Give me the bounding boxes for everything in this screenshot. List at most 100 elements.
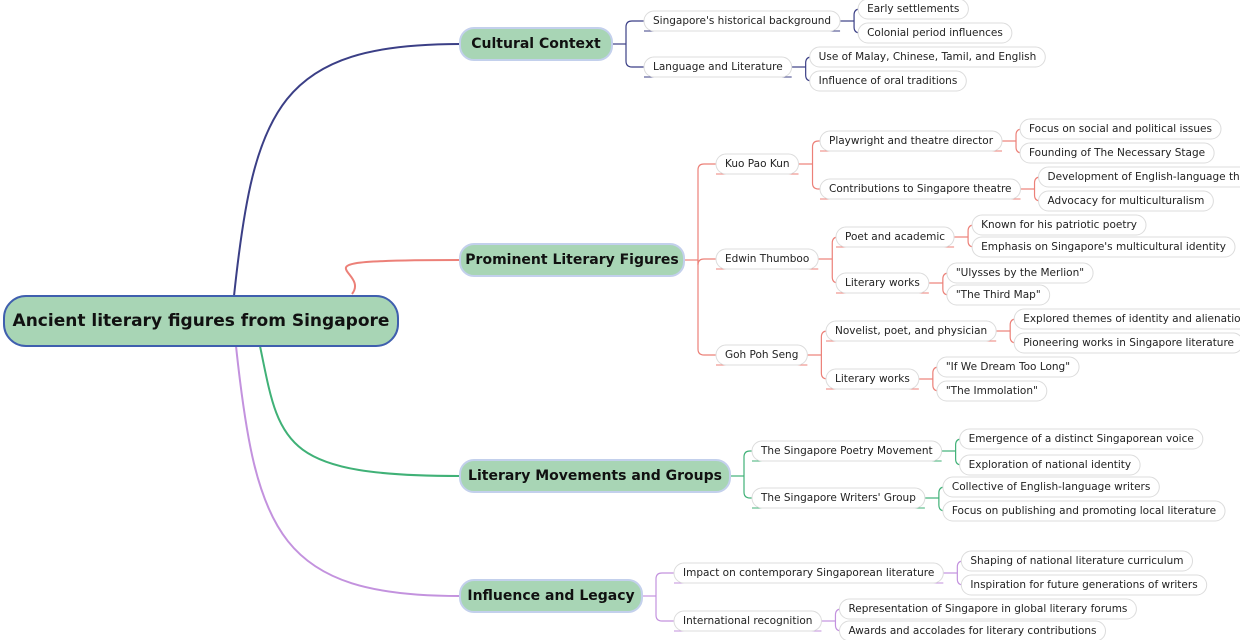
detail-node[interactable]: Development of English-language theatre (1038, 166, 1240, 188)
topic-node[interactable]: Kuo Pao Kun (715, 153, 800, 175)
subtopic-node-box (825, 368, 920, 390)
detail-node-label: Development of English-language theatre (1048, 171, 1240, 183)
detail-node[interactable]: "If We Dream Too Long" (936, 356, 1080, 378)
subtopic-node-label: Novelist, poet, and physician (835, 325, 987, 337)
branch-node-2[interactable]: Literary Movements and Groups (459, 459, 731, 493)
detail-node[interactable]: Known for his patriotic poetry (971, 214, 1147, 236)
topic-node-label: Goh Poh Seng (725, 349, 798, 361)
detail-node-label: Founding of The Necessary Stage (1029, 147, 1205, 159)
branch-node-2-label: Literary Movements and Groups (468, 468, 722, 484)
detail-node[interactable]: Influence of oral traditions (809, 70, 967, 92)
detail-node-label: Use of Malay, Chinese, Tamil, and Englis… (819, 51, 1037, 63)
topic-node-label: Language and Literature (653, 61, 783, 73)
branch-node-1[interactable]: Prominent Literary Figures (459, 243, 685, 277)
detail-node[interactable]: Emergence of a distinct Singaporean voic… (959, 428, 1204, 450)
branch-node-2-box (459, 459, 731, 493)
detail-node-box (1019, 118, 1222, 140)
detail-node-label: Emphasis on Singapore's multicultural id… (981, 241, 1226, 253)
subtopic-node[interactable]: Novelist, poet, and physician (825, 320, 997, 342)
branch-node-1-box (459, 243, 685, 277)
detail-node[interactable]: Use of Malay, Chinese, Tamil, and Englis… (809, 46, 1046, 68)
root-link-0 (233, 43, 461, 297)
topic-node-label: The Singapore Poetry Movement (760, 445, 933, 457)
subtopic-node-box (835, 272, 930, 294)
detail-node[interactable]: Advocacy for multiculturalism (1038, 190, 1214, 212)
detail-node-box (971, 236, 1236, 258)
detail-node-box (942, 476, 1160, 498)
detail-node-label: Early settlements (867, 3, 959, 15)
branch-1-bracket-branch (697, 258, 716, 266)
detail-node-label: Collective of English-language writers (952, 481, 1150, 493)
detail-node-box (960, 550, 1194, 572)
detail-node[interactable]: Focus on publishing and promoting local … (942, 500, 1226, 522)
node-layer: Ancient literary figures from SingaporeC… (3, 0, 1240, 640)
topic-node[interactable]: Edwin Thumboo (715, 248, 819, 270)
detail-node[interactable]: "Ulysses by the Merlion" (946, 262, 1094, 284)
detail-node[interactable]: Pioneering works in Singapore literature (1013, 332, 1240, 354)
detail-node-label: Colonial period influences (867, 27, 1003, 39)
detail-node[interactable]: Focus on social and political issues (1019, 118, 1222, 140)
detail-node-label: Focus on social and political issues (1029, 123, 1212, 135)
branch-3-bracket-branch (655, 596, 674, 622)
detail-node[interactable]: Explored themes of identity and alienati… (1013, 308, 1240, 330)
detail-node[interactable]: Awards and accolades for literary contri… (838, 620, 1107, 640)
topic-node-label: Kuo Pao Kun (725, 158, 790, 170)
topic-node-label: International recognition (683, 615, 812, 627)
topic-node[interactable]: The Singapore Writers' Group (751, 487, 926, 509)
topic-node-box (751, 440, 943, 462)
branch-2-bracket-branch (743, 476, 752, 499)
detail-node-box (1013, 332, 1240, 354)
branch-node-3-label: Influence and Legacy (467, 588, 634, 604)
detail-node-box (936, 380, 1048, 402)
detail-node[interactable]: Emphasis on Singapore's multicultural id… (971, 236, 1236, 258)
subtopic-node[interactable]: Contributions to Singapore theatre (819, 178, 1022, 200)
detail-node[interactable]: Exploration of national identity (959, 454, 1141, 476)
detail-node[interactable]: Collective of English-language writers (942, 476, 1160, 498)
topic-node[interactable]: Goh Poh Seng (715, 344, 808, 366)
subtopic-node[interactable]: Literary works (835, 272, 930, 294)
branch-1-bracket-branch (697, 163, 716, 260)
detail-node[interactable]: "The Immolation" (936, 380, 1048, 402)
branch-node-3[interactable]: Influence and Legacy (459, 579, 643, 613)
detail-node-box (1019, 142, 1215, 164)
detail-node-box (971, 214, 1147, 236)
detail-node-label: "If We Dream Too Long" (946, 361, 1070, 373)
subtopic-node-label: Contributions to Singapore theatre (829, 183, 1012, 195)
detail-node[interactable]: Shaping of national literature curriculu… (960, 550, 1194, 572)
topic-node[interactable]: Impact on contemporary Singaporean liter… (673, 562, 944, 584)
detail-node-box (838, 598, 1137, 620)
detail-node-box (809, 46, 1046, 68)
detail-node[interactable]: Founding of The Necessary Stage (1019, 142, 1215, 164)
detail-node-box (857, 22, 1013, 44)
root-link-1 (345, 259, 461, 295)
topic-node[interactable]: Language and Literature (643, 56, 793, 78)
detail-node-label: Known for his patriotic poetry (981, 219, 1137, 231)
detail-node-box (1038, 190, 1214, 212)
detail-node-label: Explored themes of identity and alienati… (1023, 313, 1240, 325)
detail-node[interactable]: Inspiration for future generations of wr… (960, 574, 1208, 596)
subtopic-node[interactable]: Literary works (825, 368, 920, 390)
subtopic-node[interactable]: Poet and academic (835, 226, 955, 248)
detail-node[interactable]: Representation of Singapore in global li… (838, 598, 1137, 620)
root-node[interactable]: Ancient literary figures from Singapore (3, 295, 399, 347)
detail-node-box (936, 356, 1080, 378)
detail-node-box (946, 284, 1051, 306)
detail-node-box (1013, 308, 1240, 330)
topic-node-box (673, 562, 944, 584)
branch-0-bracket-branch (625, 20, 644, 44)
root-link-3 (235, 345, 461, 597)
detail-node-label: Pioneering works in Singapore literature (1023, 337, 1234, 349)
topic-node[interactable]: Singapore's historical background (643, 10, 841, 32)
branch-node-0[interactable]: Cultural Context (459, 27, 613, 61)
detail-node-label: Shaping of national literature curriculu… (970, 555, 1183, 567)
root-link-2 (259, 345, 461, 477)
detail-node[interactable]: Colonial period influences (857, 22, 1013, 44)
topic-bracket-branch (811, 140, 820, 164)
topic-node[interactable]: The Singapore Poetry Movement (751, 440, 943, 462)
detail-node[interactable]: "The Third Map" (946, 284, 1051, 306)
topic-node[interactable]: International recognition (673, 610, 822, 632)
detail-node-label: "The Third Map" (956, 289, 1041, 301)
topic-node-label: The Singapore Writers' Group (760, 492, 916, 504)
subtopic-node[interactable]: Playwright and theatre director (819, 130, 1003, 152)
detail-node[interactable]: Early settlements (857, 0, 969, 20)
